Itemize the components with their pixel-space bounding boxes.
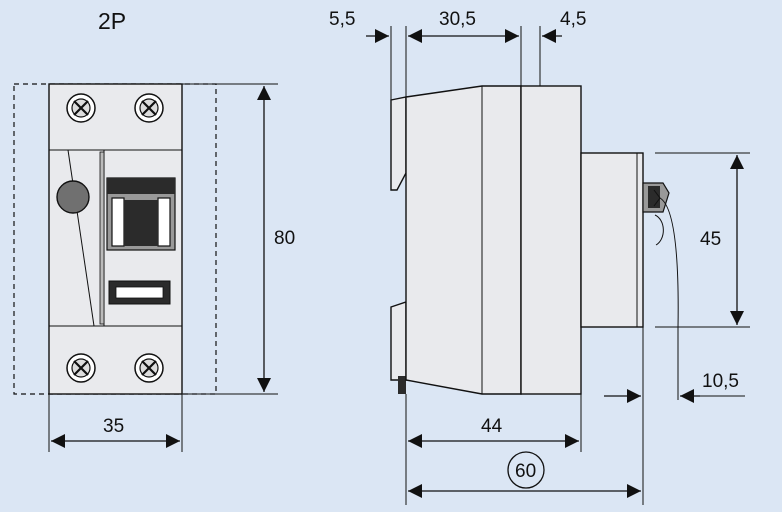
test-button-knob <box>56 180 90 214</box>
screw-bottom-left <box>66 353 96 383</box>
dim-10-5-label: 10,5 <box>702 371 739 392</box>
height-dim-label: 80 <box>274 228 295 249</box>
dim-4-5-label: 4,5 <box>560 9 586 30</box>
screw-bottom-right <box>134 353 164 383</box>
dim-60-circle <box>507 451 545 489</box>
dim-60-label: 60 <box>515 461 536 482</box>
dim-44-label: 44 <box>481 416 503 437</box>
side-body-rear <box>405 85 522 395</box>
side-view: 5,5 30,5 4,5 45 10,5 44 60 <box>329 9 750 505</box>
width-dim-label: 35 <box>103 416 124 437</box>
toggle-handle <box>106 177 176 251</box>
side-body-front <box>520 85 582 395</box>
side-body-protrusion <box>580 152 644 328</box>
dim-5-5-label: 5,5 <box>329 9 355 30</box>
title-label: 2P <box>98 8 126 34</box>
dim-30-5-label: 30,5 <box>439 9 476 30</box>
screw-top-left <box>66 93 96 123</box>
dim-45-label: 45 <box>700 229 721 250</box>
screw-top-right <box>134 93 164 123</box>
din-clip <box>390 96 407 191</box>
front-view: 80 35 <box>13 83 295 452</box>
